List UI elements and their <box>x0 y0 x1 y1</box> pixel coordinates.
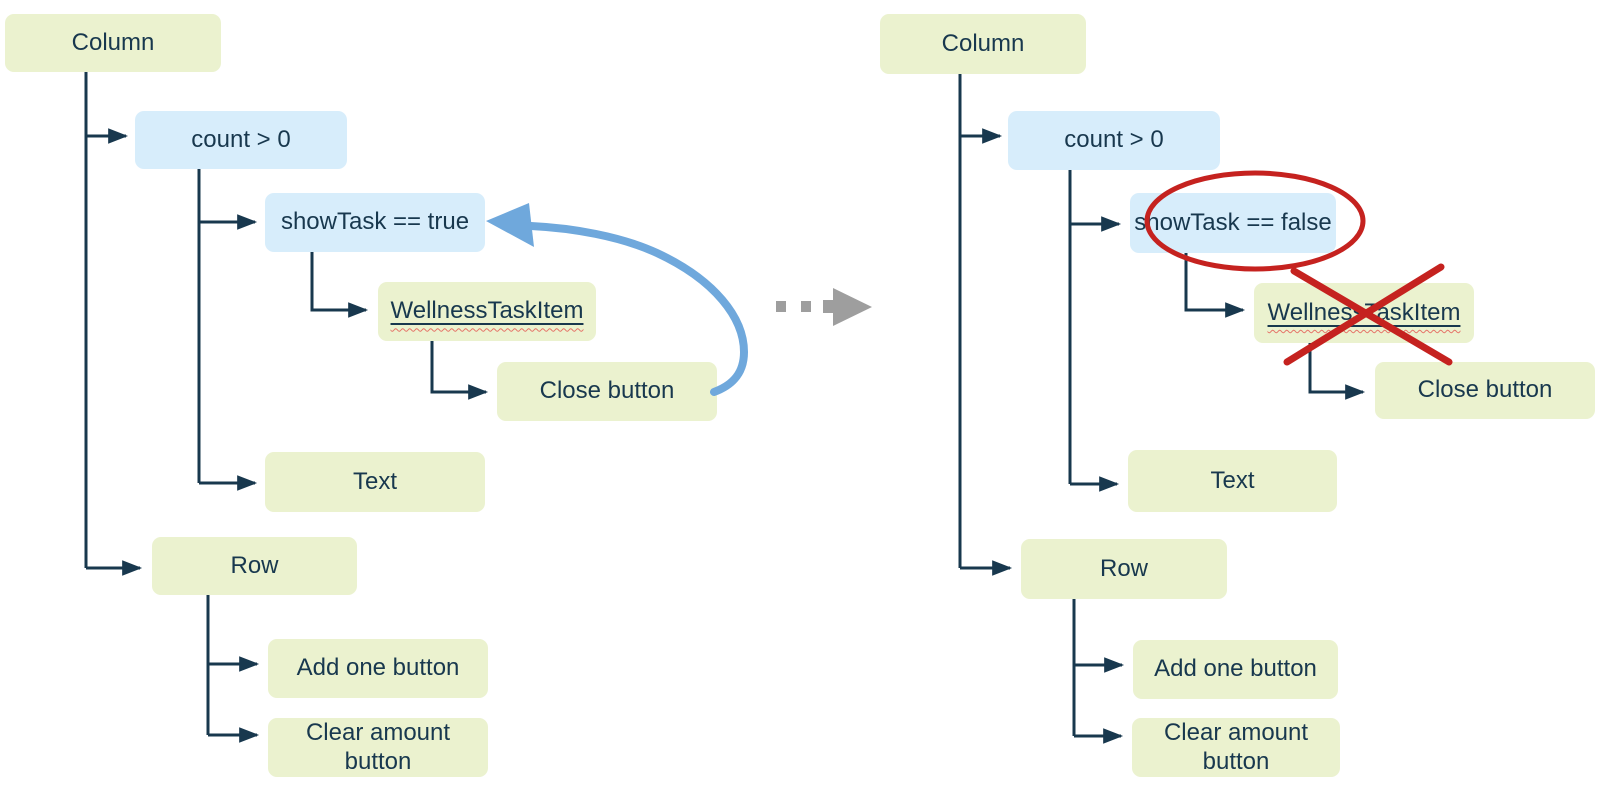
node-close-button-after: Close button <box>1375 362 1595 419</box>
node-text-after: Text <box>1128 450 1337 512</box>
node-add-one-button-before: Add one button <box>268 639 488 698</box>
node-column-before: Column <box>5 14 221 72</box>
node-add-one-button-after: Add one button <box>1133 640 1338 699</box>
node-wellness-task-item-before: WellnessTaskItem <box>378 282 596 341</box>
node-showtask-condition-before: showTask == true <box>265 193 485 252</box>
node-showtask-condition-after: showTask == false <box>1130 193 1336 253</box>
node-row-before: Row <box>152 537 357 595</box>
node-count-condition-before: count > 0 <box>135 111 347 169</box>
node-text-before: Text <box>265 452 485 512</box>
wellness-task-item-label: WellnessTaskItem <box>390 297 584 325</box>
node-clear-amount-button-after: Clear amount button <box>1132 718 1340 777</box>
node-count-condition-after: count > 0 <box>1008 111 1220 170</box>
node-column-after: Column <box>880 14 1086 74</box>
node-clear-amount-button-before: Clear amount button <box>268 718 488 777</box>
state-transition-arrow-icon <box>776 288 872 326</box>
node-wellness-task-item-after: WellnessTaskItem <box>1254 283 1474 343</box>
node-row-after: Row <box>1021 539 1227 599</box>
wellness-task-item-label: WellnessTaskItem <box>1267 298 1461 326</box>
node-close-button-before: Close button <box>497 362 717 421</box>
